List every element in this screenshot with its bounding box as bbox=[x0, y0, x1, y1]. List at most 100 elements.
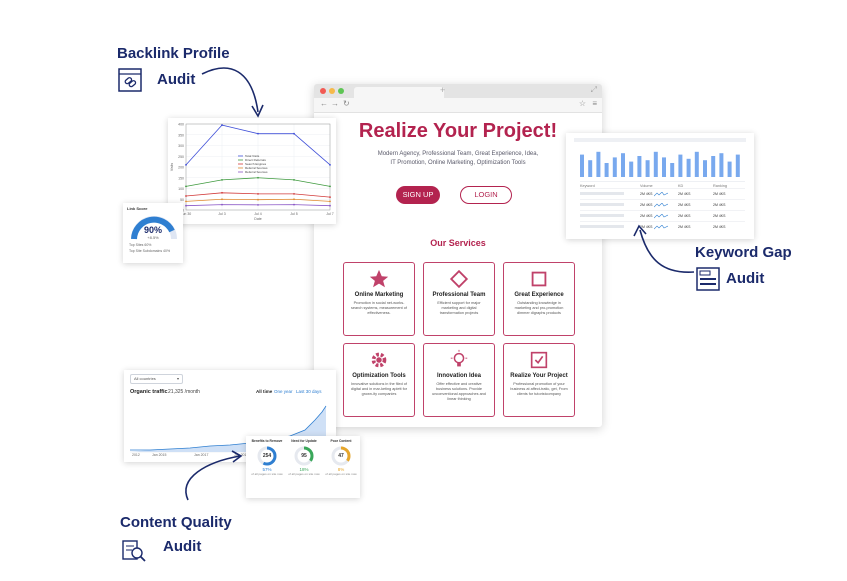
plot-frame bbox=[185, 123, 331, 211]
service-description: Efficient support for major marketing an… bbox=[437, 301, 481, 315]
y-tick-label: 300 bbox=[178, 144, 184, 148]
browser-tab[interactable] bbox=[354, 87, 444, 98]
login-button[interactable]: LOGIN bbox=[460, 186, 512, 204]
browser-titlebar: + ⤢ bbox=[314, 84, 602, 98]
column-header: KD bbox=[678, 184, 684, 188]
metric-value: 254 bbox=[262, 453, 272, 459]
data-point bbox=[221, 203, 223, 206]
data-point bbox=[257, 176, 259, 179]
reload-icon[interactable]: ↻ bbox=[343, 99, 350, 108]
x-tick: 2012 bbox=[132, 453, 140, 457]
service-description: Promotion in social net-works-search sys… bbox=[351, 301, 407, 315]
new-tab-icon[interactable]: + bbox=[440, 85, 446, 95]
volume-value: 2M 4KS bbox=[640, 203, 653, 207]
x-tick-label: Jul 5 bbox=[290, 212, 297, 216]
x-tick-label: Jul 4 bbox=[254, 212, 261, 216]
data-point bbox=[293, 203, 295, 206]
lightbulb-icon bbox=[424, 349, 494, 371]
legend-entry: Referral Sources bbox=[245, 166, 268, 170]
service-title: Realize Your Project bbox=[510, 373, 568, 379]
card-header-bar bbox=[574, 138, 746, 142]
column-header: Volume bbox=[640, 184, 653, 188]
star-icon bbox=[344, 268, 414, 290]
y-tick-label: 250 bbox=[178, 155, 184, 159]
volume-bar bbox=[653, 151, 658, 177]
data-point bbox=[329, 200, 331, 203]
metric-description: of all pages on site now bbox=[251, 472, 283, 476]
data-point bbox=[257, 192, 259, 195]
forward-arrow-icon[interactable]: → bbox=[331, 99, 339, 108]
ranking-cell: 2M 4KS bbox=[713, 203, 726, 207]
volume-cell: 2M 4KS bbox=[640, 191, 678, 197]
close-window-icon[interactable] bbox=[320, 88, 326, 94]
minimize-window-icon[interactable] bbox=[329, 88, 335, 94]
data-point bbox=[185, 204, 187, 207]
y-tick-label: 200 bbox=[178, 166, 184, 170]
range-last-30-days[interactable]: Last 30 days bbox=[296, 389, 322, 394]
y-tick-label: 0 bbox=[182, 209, 184, 213]
signup-button[interactable]: SIGN UP bbox=[396, 186, 440, 204]
y-tick-label: 50 bbox=[180, 198, 184, 202]
keyword-placeholder bbox=[580, 225, 624, 228]
data-point bbox=[329, 185, 331, 188]
volume-bar bbox=[719, 153, 724, 177]
metric-percent: 57% bbox=[262, 467, 272, 472]
metric-block: Benefits to Remove 254 57%of all pages on … bbox=[250, 439, 284, 476]
data-point bbox=[185, 185, 187, 188]
metric-ring: 254 bbox=[256, 445, 278, 467]
volume-bar bbox=[580, 154, 584, 177]
volume-bar bbox=[596, 151, 601, 177]
x-tick-label: Jul 7 bbox=[326, 212, 333, 216]
volume-bar bbox=[735, 154, 740, 177]
metric-title: Benefits to Remove bbox=[251, 439, 283, 443]
volume-bar bbox=[629, 161, 634, 177]
volume-bar bbox=[637, 156, 642, 177]
ranking-cell: 2M 4KS bbox=[713, 225, 726, 229]
bookmark-star-icon[interactable]: ☆ bbox=[578, 99, 586, 108]
service-title: Online Marketing bbox=[354, 292, 404, 298]
volume-value: 2M 4KS bbox=[640, 192, 653, 196]
menu-icon[interactable]: ≡ bbox=[592, 99, 597, 108]
arrow-to-keyword-card bbox=[633, 224, 695, 273]
services-title: Our Services bbox=[430, 238, 486, 248]
fullscreen-icon[interactable]: ⤢ bbox=[590, 85, 597, 94]
link-score-card: Link Score 90% +8.5% Top Sites 60% Top S… bbox=[123, 203, 183, 263]
range-one-year[interactable]: One year bbox=[274, 389, 293, 394]
metric-description: of all pages on site now bbox=[325, 472, 357, 476]
data-point bbox=[257, 203, 259, 206]
arrow-to-content-card bbox=[185, 450, 243, 501]
range-all-time[interactable]: All time bbox=[256, 389, 273, 394]
link-audit-icon bbox=[118, 68, 142, 92]
volume-cell: 2M 4KS bbox=[640, 202, 678, 208]
metric-value: 47 bbox=[338, 453, 344, 459]
volume-bar bbox=[686, 158, 691, 177]
backlink-callout-subtitle: Audit bbox=[157, 71, 196, 88]
volume-bar bbox=[694, 151, 699, 177]
data-point bbox=[185, 200, 187, 203]
legend-entry: Direct Referrals bbox=[245, 158, 266, 162]
metric-value: 95 bbox=[301, 453, 307, 459]
data-point bbox=[221, 191, 223, 194]
data-point bbox=[221, 198, 223, 201]
data-point bbox=[293, 132, 295, 135]
keyword-placeholder bbox=[580, 203, 624, 206]
data-point bbox=[185, 195, 187, 197]
maximize-window-icon[interactable] bbox=[338, 88, 344, 94]
content-callout-subtitle: Audit bbox=[163, 538, 202, 555]
country-select[interactable]: All countries ▾ bbox=[130, 374, 183, 384]
backlink-callout-title: Backlink Profile bbox=[117, 45, 230, 62]
y-tick-label: 400 bbox=[178, 123, 184, 127]
back-arrow-icon[interactable]: ← bbox=[320, 99, 328, 108]
